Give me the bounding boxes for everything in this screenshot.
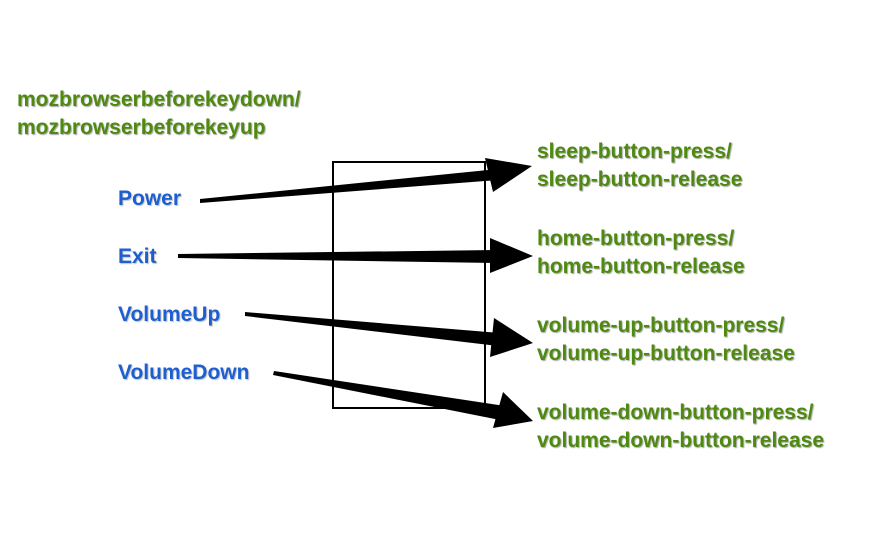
arrow-shaft: [200, 169, 498, 203]
event-volume-up-line-2: volume-up-button-release: [537, 342, 795, 366]
arrow-volumedown-to-volume-down: [273, 371, 533, 428]
key-label-power: Power: [118, 187, 182, 210]
event-sleep-line-2: sleep-button-release: [537, 168, 743, 192]
arrow-shaft: [273, 371, 505, 420]
event-sleep-line-1: sleep-button-press/: [537, 140, 732, 163]
header-label: mozbrowserbeforekeydown/ mozbrowserbefor…: [17, 86, 301, 143]
header-line-1: mozbrowserbeforekeydown/: [17, 88, 301, 111]
event-label-sleep: sleep-button-press/ sleep-button-release: [537, 138, 742, 195]
event-volume-down-line-2: volume-down-button-release: [537, 429, 825, 453]
arrow-head: [490, 238, 533, 273]
arrow-head: [493, 392, 533, 428]
key-label-volumeup: VolumeUp: [118, 303, 221, 326]
arrow-shaft: [178, 250, 496, 263]
event-volume-up-line-1: volume-up-button-press/: [537, 314, 785, 337]
event-volume-down-line-1: volume-down-button-press/: [537, 401, 814, 424]
header-line-2: mozbrowserbeforekeyup: [17, 116, 266, 140]
event-label-home: home-button-press/ home-button-release: [537, 225, 745, 282]
arrow-head: [485, 158, 532, 192]
key-label-exit: Exit: [118, 245, 157, 268]
arrow-power-to-sleep: [200, 158, 532, 203]
mapping-box: [332, 161, 486, 409]
event-home-line-2: home-button-release: [537, 255, 745, 279]
arrow-shaft: [245, 312, 500, 346]
arrow-exit-to-home: [178, 238, 533, 273]
event-home-line-1: home-button-press/: [537, 227, 735, 250]
event-label-volume-up: volume-up-button-press/ volume-up-button…: [537, 312, 795, 369]
arrow-head: [490, 318, 533, 357]
event-label-volume-down: volume-down-button-press/ volume-down-bu…: [537, 399, 824, 456]
arrow-volumeup-to-volume-up: [245, 312, 533, 357]
key-label-volumedown: VolumeDown: [118, 361, 250, 384]
